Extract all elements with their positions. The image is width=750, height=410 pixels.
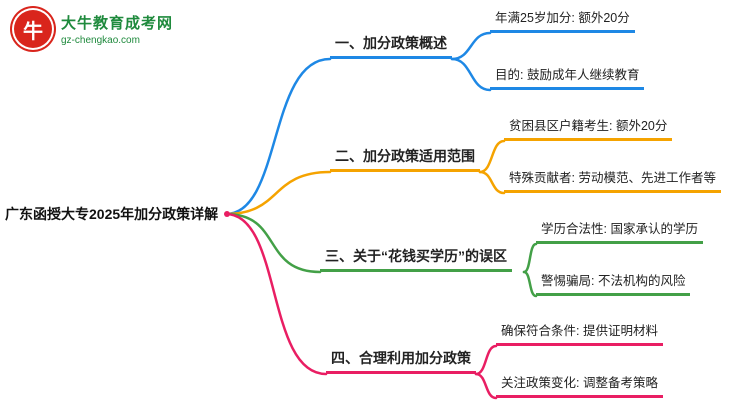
leaf-1-1-age25-bonus: 年满25岁加分: 额外20分 (490, 8, 635, 33)
bull-logo-char: 牛 (23, 20, 43, 43)
leaf-3-1-legality: 学历合法性: 国家承认的学历 (536, 219, 703, 244)
connector-branch2-leaf1 (478, 139, 506, 174)
connector-branch1-leaf2 (450, 57, 492, 92)
logo-title: 大牛教育成考网 (61, 15, 174, 32)
connector-root-branch2 (224, 170, 332, 216)
leaf-2-2-special-contributors: 特殊贡献者: 劳动模范、先进工作者等 (504, 168, 721, 193)
leaf-4-2-policy-changes: 关注政策变化: 调整备考策略 (496, 373, 663, 398)
connector-branch4-leaf1 (474, 344, 498, 376)
bull-logo-icon: 牛 (12, 8, 54, 50)
connector-branch3-leaf2 (522, 270, 538, 298)
connector-branch3-leaf1 (522, 242, 538, 274)
branch-2-scope: 二、加分政策适用范围 (330, 146, 480, 172)
branch-4-utilize-policy: 四、合理利用加分政策 (326, 348, 476, 374)
leaf-3-2-scam-warning: 警惕骗局: 不法机构的风险 (536, 271, 691, 296)
logo-text: 大牛教育成考网 gz-chengkao.com (61, 12, 173, 46)
connector-root-branch4 (224, 212, 328, 376)
connector-branch4-leaf2 (474, 372, 498, 400)
branch-3-misconception: 三、关于“花钱买学历”的误区 (320, 246, 512, 272)
root-topic: 广东函授大专2025年加分政策详解 (5, 206, 219, 222)
connector-root-branch1 (224, 57, 332, 216)
connector-branch1-leaf1 (450, 31, 492, 61)
connector-branch2-leaf2 (478, 170, 506, 195)
leaf-4-1-eligibility: 确保符合条件: 提供证明材料 (496, 321, 663, 346)
leaf-2-1-poor-county: 贫困县区户籍考生: 额外20分 (504, 116, 673, 141)
connector-root-branch3 (224, 212, 322, 274)
logo-url: gz-chengkao.com (61, 35, 140, 46)
site-logo: 牛 大牛教育成考网 gz-chengkao.com (12, 8, 173, 50)
leaf-1-2-purpose: 目的: 鼓励成年人继续教育 (490, 65, 645, 90)
root-anchor-dot (224, 211, 230, 217)
branch-1-overview: 一、加分政策概述 (330, 33, 452, 59)
